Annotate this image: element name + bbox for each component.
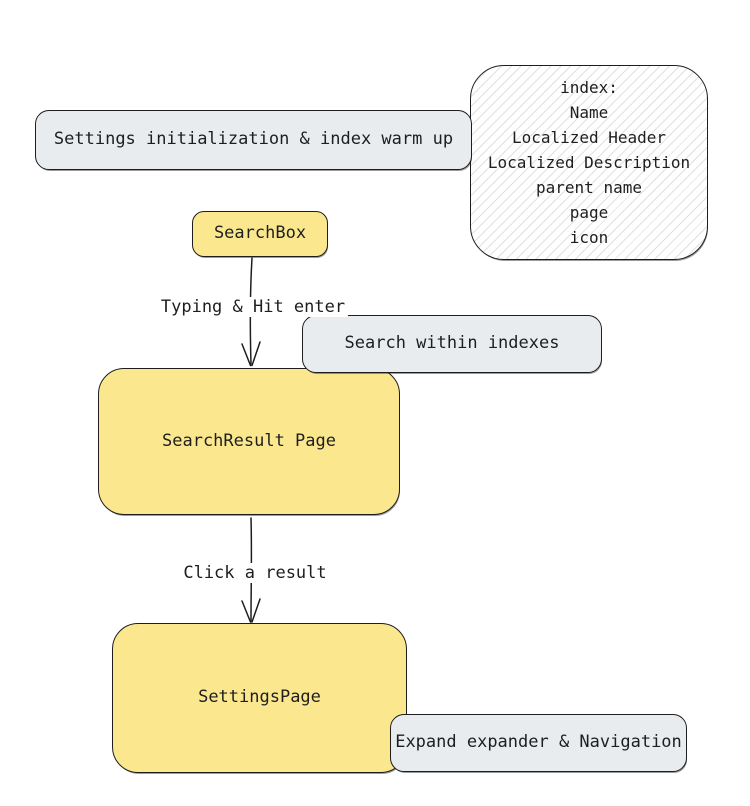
- search-within-label: Search within indexes: [344, 333, 560, 354]
- index-fields-line: index:: [560, 78, 618, 97]
- edge-label-click: Click a result: [180, 563, 330, 583]
- index-fields-note: index: Name Localized Header Localized D…: [470, 65, 708, 260]
- expand-nav-label: Expand expander & Navigation: [395, 732, 682, 753]
- arrow-click-head: [241, 598, 261, 623]
- search-within-note: Search within indexes: [302, 315, 602, 373]
- settings-page-label: SettingsPage: [198, 687, 321, 708]
- index-fields-line: Name: [569, 103, 609, 122]
- searchbox-label: SearchBox: [213, 223, 307, 244]
- index-fields-line: parent name: [536, 178, 642, 197]
- init-warmup-note: Settings initialization & index warm up: [35, 110, 472, 170]
- searchbox-node: SearchBox: [192, 211, 328, 257]
- expand-nav-note: Expand expander & Navigation: [390, 714, 687, 772]
- search-result-label: SearchResult Page: [162, 430, 336, 451]
- init-warmup-label: Settings initialization & index warm up: [53, 129, 454, 150]
- edge-label-typing: Typing & Hit enter: [157, 297, 349, 317]
- arrow-typing-head: [241, 341, 261, 367]
- search-result-node: SearchResult Page: [98, 368, 400, 515]
- index-fields-line: icon: [569, 228, 609, 247]
- index-fields-line: Localized Description: [487, 153, 691, 172]
- index-fields-line: page: [569, 203, 609, 222]
- index-fields-line: Localized Header: [511, 128, 667, 147]
- settings-page-node: SettingsPage: [112, 623, 407, 773]
